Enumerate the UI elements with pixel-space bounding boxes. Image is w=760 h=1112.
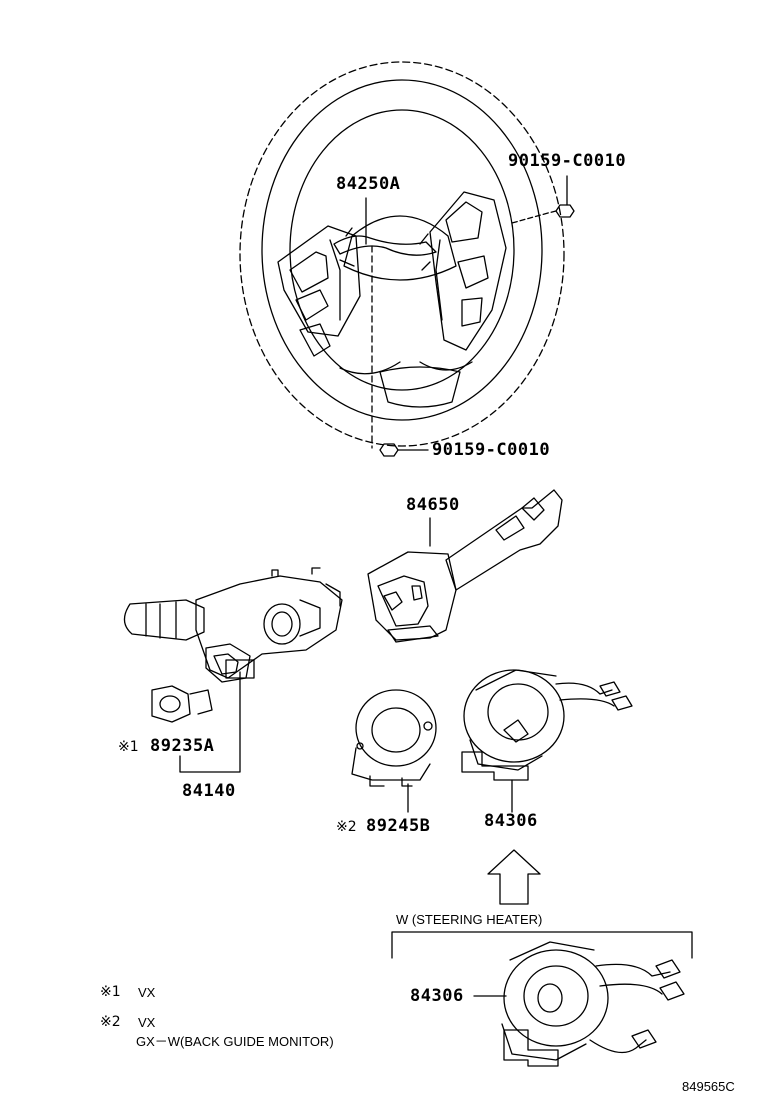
label-84650: 84650 [406, 495, 460, 515]
variant-bracket [391, 931, 693, 959]
steering-sensor-89245B [351, 689, 437, 813]
arrow-up-icon [487, 849, 541, 905]
steering-wheel-rim-inner [289, 109, 515, 391]
label-84140: 84140 [182, 781, 236, 801]
light-switch-lever [123, 599, 205, 641]
wiper-switch-body [367, 551, 457, 641]
combination-switch-assembly [123, 567, 343, 773]
steering-wheel-rim-outer [261, 79, 543, 421]
legend-note1-mark: ※1 [100, 984, 121, 1000]
spiral-cable-heater-84306 [473, 941, 685, 1067]
screw-bottom [379, 443, 399, 457]
legend-note2-text: VX [138, 1015, 156, 1030]
wiper-switch-assembly [367, 489, 563, 643]
sensor-89235A [151, 685, 191, 723]
wiper-switch-lever [445, 489, 563, 591]
left-switch-housing [277, 225, 361, 337]
right-switch-housing [429, 191, 507, 351]
spiral-cable-84306 [461, 669, 633, 813]
label-84306-main: 84306 [484, 811, 538, 831]
combination-switch-body [195, 575, 343, 679]
legend-note1-text: VX [138, 985, 156, 1000]
steering-wheel-outline [239, 61, 565, 447]
mark-2: ※2 [336, 819, 357, 835]
label-90159-bottom: 90159-C0010 [432, 440, 551, 460]
legend-note2-mark: ※2 [100, 1014, 121, 1030]
variant-heater-label: W (STEERING HEATER) [396, 912, 543, 927]
label-84250A: 84250A [336, 174, 401, 194]
label-90159-top: 90159-C0010 [508, 151, 627, 171]
steering-center-pad [343, 215, 457, 281]
label-89235A: 89235A [150, 736, 215, 756]
mark-1: ※1 [118, 739, 139, 755]
label-89245B: 89245B [366, 816, 431, 836]
steering-wheel-assembly [239, 61, 575, 457]
drawing-code: 849565C [682, 1079, 735, 1094]
label-84306-heater: 84306 [410, 986, 464, 1006]
screw-top [555, 204, 575, 218]
legend-note2-line2: GX－W(BACK GUIDE MONITOR) [136, 1034, 334, 1049]
